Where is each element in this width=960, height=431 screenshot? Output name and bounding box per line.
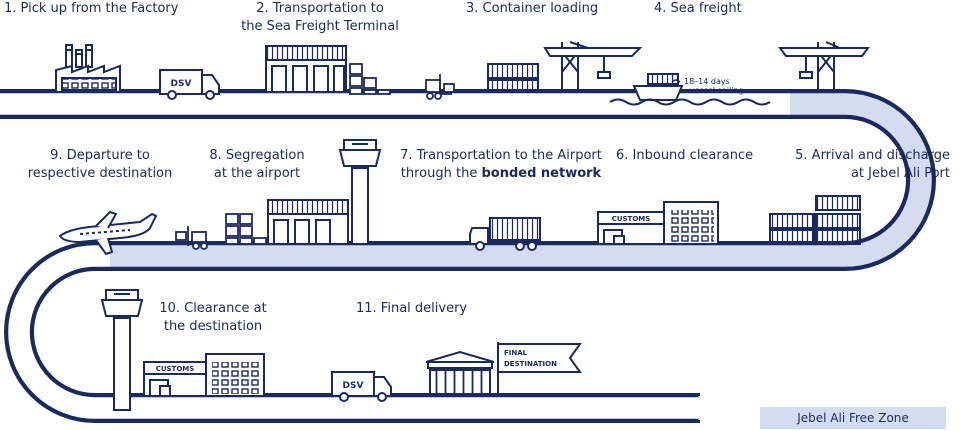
customs-building-icon — [597, 201, 719, 245]
step-2-line2: the Sea Freight Terminal — [241, 19, 399, 34]
port-crane-icon-2 — [778, 41, 870, 93]
step-7-line2: through the bonded network — [396, 165, 606, 183]
step-7-line1: 7. Transportation to the Airport — [400, 148, 602, 163]
customs-building-icon-2 — [143, 353, 265, 397]
cargo-boxes-icon — [225, 213, 267, 245]
jebel-ali-free-zone-badge: Jebel Ali Free Zone — [760, 407, 946, 429]
airport-warehouse-icon — [267, 199, 349, 245]
step-2-line1: 2. Transportation to — [256, 1, 384, 16]
stacked-boxes-icon — [349, 63, 391, 95]
step-7-line2-prefix: through the — [400, 166, 482, 181]
step-5-line2: at Jebel Ali Port — [850, 166, 950, 181]
final-sign-line1: FINAL — [504, 349, 528, 357]
route-road — [0, 89, 936, 423]
step-7-label: 7. Transportation to the Airport through… — [396, 147, 606, 183]
step-10-line2: the destination — [163, 319, 263, 334]
step-3-label: 3. Container loading — [466, 1, 599, 16]
step-1-label: 1. Pick up from the Factory — [4, 1, 179, 16]
sailing-label: vessel sailing — [690, 86, 744, 95]
port-crane-icon — [543, 41, 643, 92]
forklift-icon-2 — [175, 226, 208, 250]
step-9-line2: respective destination — [27, 166, 173, 181]
step-10-label: 10. Clearance at the destination — [150, 300, 276, 336]
step-11-label: 11. Final delivery — [356, 301, 468, 316]
step-5-line1: 5. Arrival and discharge — [795, 148, 950, 163]
step-8-line1: 8. Segregation — [209, 148, 305, 163]
container-stack-icon — [487, 63, 539, 93]
control-tower-icon — [338, 139, 382, 245]
step-9-line1: 9. Departure to — [50, 148, 150, 163]
step-4-label: 4. Sea freight — [654, 1, 742, 16]
dsv-sign-bottom: DSV — [343, 381, 364, 391]
step-5-label: 5. Arrival and discharge at Jebel Ali Po… — [760, 147, 950, 183]
control-tower-icon-2 — [100, 289, 144, 411]
discharged-containers-icon — [769, 195, 861, 245]
step-2-label: 2. Transportation to the Sea Freight Ter… — [234, 0, 406, 36]
delivery-van-icon-2 — [331, 371, 392, 402]
delivery-van-icon — [159, 69, 220, 100]
warehouse-icon — [265, 45, 347, 93]
dsv-sign-top: DSV — [171, 79, 192, 89]
customs-sign-mid: CUSTOMS — [612, 215, 651, 223]
sea-waves — [609, 98, 771, 106]
tilde-icon — [671, 79, 681, 83]
airplane-icon — [58, 210, 158, 256]
step-10-line1: 10. Clearance at — [159, 301, 267, 316]
factory-icon — [52, 44, 124, 93]
customs-sign-bottom: CUSTOMS — [156, 365, 195, 373]
cargo-ship-icon — [632, 73, 684, 101]
destination-building-icon — [425, 350, 495, 397]
step-7-bonded-network: bonded network — [481, 166, 602, 181]
forklift-icon — [425, 74, 455, 100]
step-9-label: 9. Departure to respective destination — [14, 147, 186, 183]
bonded-truck-icon — [469, 217, 542, 251]
step-8-line2: at the airport — [213, 166, 301, 181]
sailing-days: 18–14 days — [684, 77, 730, 86]
step-6-label: 6. Inbound clearance — [616, 148, 754, 163]
final-sign-line2: DESTINATION — [504, 360, 557, 368]
step-8-label: 8. Segregation at the airport — [198, 147, 316, 183]
final-destination-flag — [497, 342, 582, 396]
